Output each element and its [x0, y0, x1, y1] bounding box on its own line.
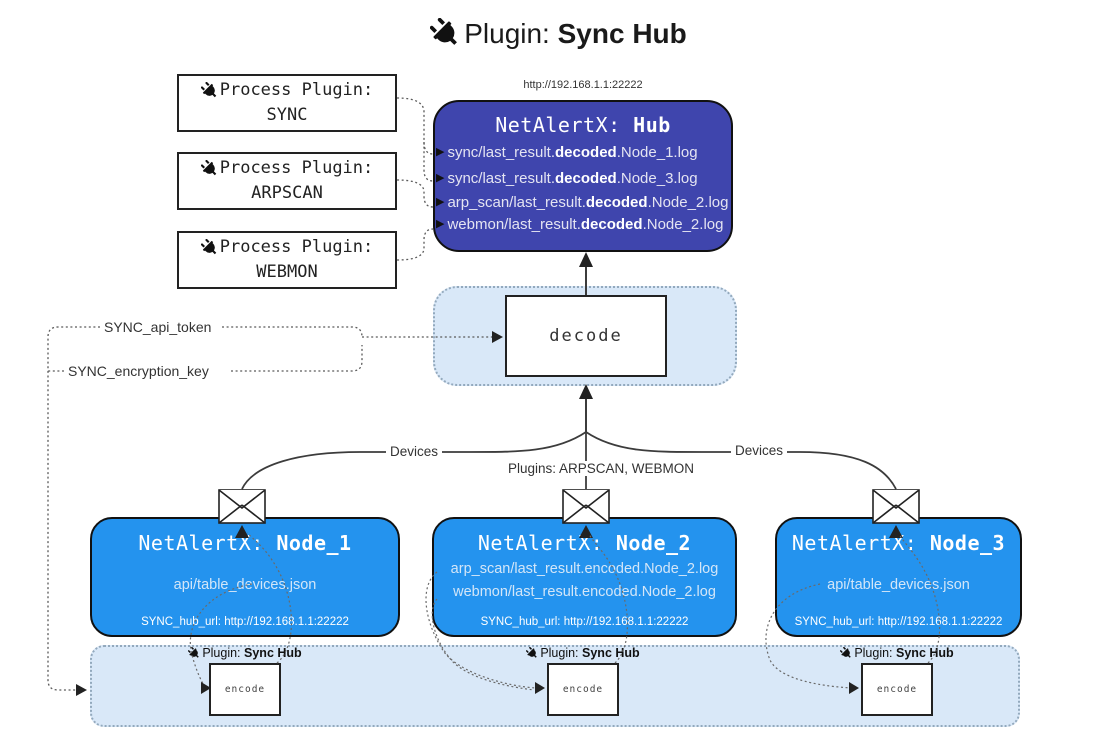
arrow-right-icon: ▶ — [436, 171, 445, 184]
node-file: api/table_devices.json — [173, 577, 317, 593]
node-title: NetAlertX: Node_3 — [777, 531, 1020, 555]
log-post: .Node_2.log — [642, 215, 724, 233]
node-1-box: NetAlertX: Node_1 api/table_devices.json… — [90, 517, 400, 637]
encode-label-prefix: Plugin: — [540, 646, 583, 660]
decode-box: decode — [505, 295, 667, 377]
process-plugin-name: ARPSCAN — [251, 183, 323, 203]
node-title: NetAlertX: Node_1 — [92, 531, 398, 555]
edge-key-right — [231, 345, 363, 372]
node-3-box: NetAlertX: Node_3 api/table_devices.json… — [775, 517, 1022, 637]
arrow-right-icon — [76, 684, 87, 696]
process-plugin-label: Process Plugin: — [219, 237, 374, 258]
process-plugin-sync-box: Process Plugin: SYNC — [177, 74, 397, 132]
arrow-right-icon: ▶ — [436, 217, 445, 230]
encode-label-name: Sync Hub — [896, 646, 954, 660]
node-hub-url: SYNC_hub_url: http://192.168.1.1:22222 — [141, 616, 349, 628]
encode-label-prefix: Plugin: — [854, 646, 897, 660]
plug-icon — [188, 647, 200, 659]
process-plugin-label: Process Plugin: — [219, 80, 374, 101]
hub-log-row: ▶arp_scan/last_result.decoded.Node_2.log — [435, 191, 731, 213]
page-title-prefix: Plugin: — [464, 18, 558, 49]
node-title-name: Node_2 — [615, 531, 692, 555]
node-hub-url: SYNC_hub_url: http://192.168.1.1:22222 — [480, 616, 689, 628]
sync-api-token-label: SYNC_api_token — [101, 319, 215, 335]
log-decoded: decoded — [585, 193, 648, 211]
process-plugin-name: WEBMON — [256, 262, 318, 282]
encode-section-label: Plugin: Sync Hub — [483, 646, 683, 660]
page-title-name: Sync Hub — [557, 18, 687, 49]
arrow-up-icon — [579, 252, 593, 267]
process-plugin-name: SYNC — [266, 105, 308, 125]
plug-icon — [526, 647, 538, 659]
edge-sync-to-hub-1 — [396, 97, 434, 155]
node-title-prefix: NetAlertX: — [477, 531, 616, 555]
hub-title-prefix: NetAlertX: — [495, 113, 634, 137]
log-decoded: decoded — [555, 169, 617, 187]
encode-box-2: encode — [547, 663, 619, 716]
log-pre: arp_scan/last_result. — [447, 193, 586, 211]
plug-icon — [201, 82, 218, 99]
encode-label-name: Sync Hub — [582, 646, 640, 660]
log-post: .Node_3.log — [616, 169, 698, 187]
node-2-box: NetAlertX: Node_2 arp_scan/last_result.e… — [432, 517, 737, 637]
node-file: arp_scan/last_result.encoded.Node_2.log — [450, 561, 719, 577]
edge-api-token-left — [47, 326, 100, 691]
encode-box-3: encode — [861, 663, 933, 716]
process-plugin-webmon-box: Process Plugin: WEBMON — [177, 231, 397, 289]
hub-log-list: ▶sync/last_result.decoded.Node_1.log ▶sy… — [435, 141, 731, 235]
page-title: Plugin: Sync Hub — [0, 18, 1117, 50]
edge-arpscan-to-hub — [396, 179, 434, 208]
sync-encryption-key-label: SYNC_encryption_key — [65, 363, 212, 379]
log-pre: sync/last_result. — [447, 169, 556, 187]
devices-label-left: Devices — [386, 444, 443, 459]
node-file: api/table_devices.json — [827, 577, 970, 593]
edge-sync-to-hub-2 — [423, 142, 434, 182]
hub-log-row: ▶sync/last_result.decoded.Node_1.log — [435, 141, 731, 163]
log-pre: webmon/last_result. — [447, 215, 581, 233]
log-pre: sync/last_result. — [447, 143, 556, 161]
plug-icon — [201, 160, 218, 177]
edge-webmon-to-hub — [396, 228, 434, 261]
edge-api-token-right — [222, 326, 363, 338]
log-post: .Node_2.log — [647, 193, 729, 211]
plug-icon — [840, 647, 852, 659]
log-post: .Node_1.log — [616, 143, 698, 161]
log-decoded: decoded — [555, 143, 617, 161]
node-title-prefix: NetAlertX: — [138, 531, 277, 555]
node-title: NetAlertX: Node_2 — [434, 531, 735, 555]
arrow-up-icon — [579, 384, 593, 399]
node-title-prefix: NetAlertX: — [791, 531, 930, 555]
arrow-right-icon: ▶ — [436, 195, 445, 208]
log-decoded: decoded — [580, 215, 643, 233]
hub-url-label: http://192.168.1.1:22222 — [523, 79, 643, 91]
encode-label-name: Sync Hub — [244, 646, 302, 660]
encode-section-label: Plugin: Sync Hub — [145, 646, 345, 660]
node-file: webmon/last_result.encoded.Node_2.log — [453, 584, 716, 600]
process-plugin-label: Process Plugin: — [219, 158, 374, 179]
arrow-right-icon: ▶ — [436, 145, 445, 158]
encode-box-1: encode — [209, 663, 281, 716]
plug-icon — [201, 239, 218, 256]
node-title-name: Node_3 — [929, 531, 1006, 555]
plugins-label-middle: Plugins: ARPSCAN, WEBMON — [504, 461, 699, 476]
devices-label-right: Devices — [731, 443, 788, 458]
hub-log-row: ▶webmon/last_result.decoded.Node_2.log — [435, 213, 731, 235]
process-plugin-arpscan-box: Process Plugin: ARPSCAN — [177, 152, 397, 210]
node-title-name: Node_1 — [276, 531, 352, 555]
hub-title-name: Hub — [633, 113, 671, 137]
hub-box: NetAlertX: Hub ▶sync/last_result.decoded… — [433, 100, 733, 252]
hub-title: NetAlertX: Hub — [435, 113, 731, 137]
encode-section-label: Plugin: Sync Hub — [797, 646, 997, 660]
encode-label-prefix: Plugin: — [202, 646, 245, 660]
node-hub-url: SYNC_hub_url: http://192.168.1.1:22222 — [794, 616, 1003, 628]
hub-log-row: ▶sync/last_result.decoded.Node_3.log — [435, 167, 731, 189]
plug-icon — [430, 18, 460, 48]
